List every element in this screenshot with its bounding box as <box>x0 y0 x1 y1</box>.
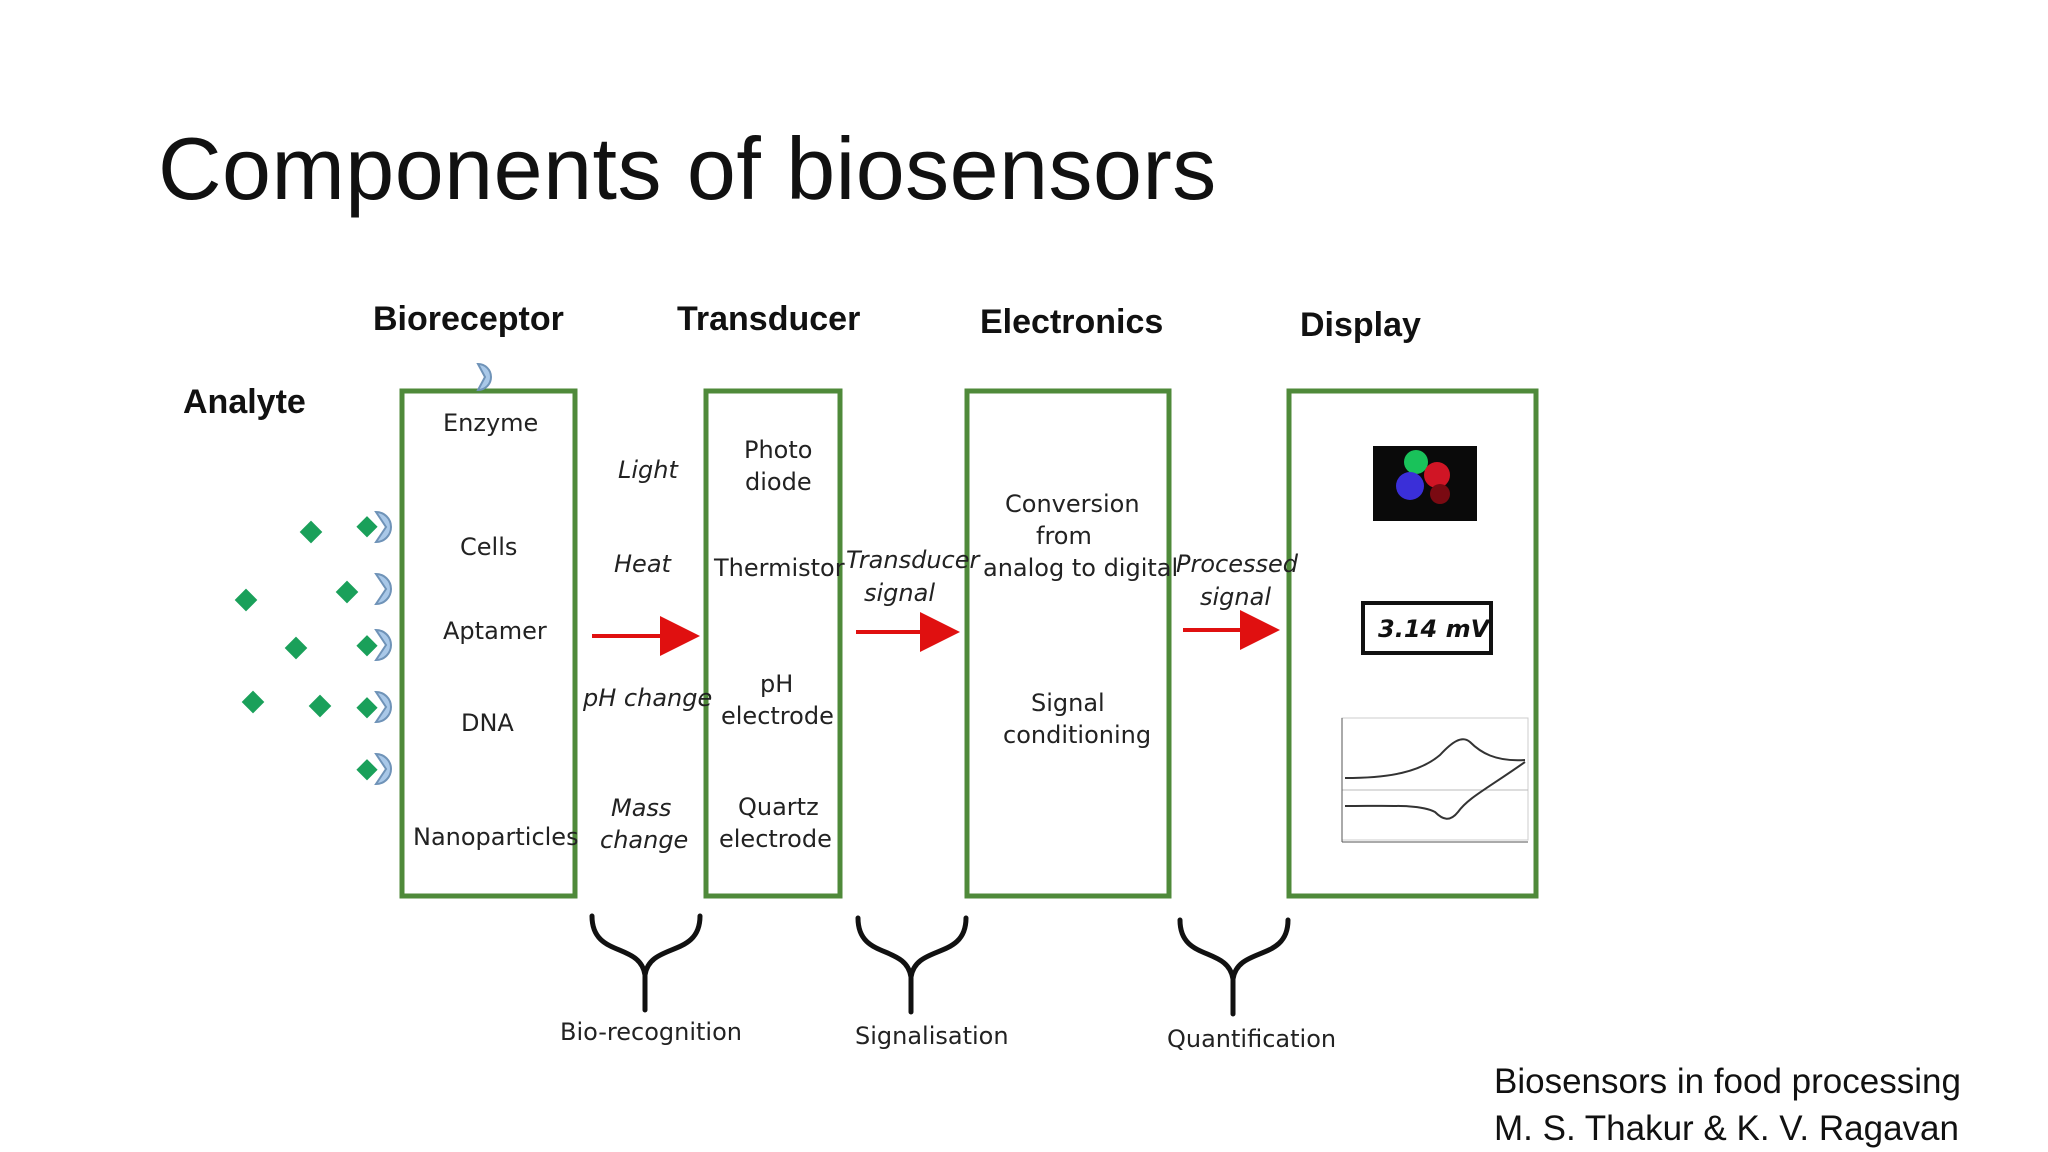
brace-biorecognition <box>589 913 703 1013</box>
transducer-box <box>703 388 843 899</box>
transducer-signal-label-2: signal <box>864 579 935 607</box>
signal-ph-change: pH change <box>582 684 712 712</box>
brace-signalisation <box>855 915 969 1015</box>
electronics-box <box>964 388 1172 899</box>
analyte-diamond-icon <box>284 636 308 660</box>
transducer-ph: pH <box>760 670 793 698</box>
signal-mass: Mass <box>611 794 671 822</box>
signal-heat: Heat <box>614 550 673 578</box>
stage-quantification: Quantification <box>1167 1025 1336 1053</box>
bioreceptor-aptamer: Aptamer <box>443 617 547 645</box>
bioreceptor-nanoparticles: Nanoparticles <box>413 823 579 851</box>
transducer-thermistor: Thermistor <box>713 554 845 582</box>
header-bioreceptor: Bioreceptor <box>373 300 564 338</box>
electronics-conversion: Conversion <box>1005 490 1140 518</box>
transducer-diode: diode <box>745 468 812 496</box>
slide-title: Components of biosensors <box>158 119 1217 218</box>
analyte-diamond-icon <box>335 580 359 604</box>
bioreceptor-box <box>399 388 578 899</box>
stage-signalisation: Signalisation <box>855 1022 1009 1050</box>
analyte-diamond-icon <box>234 588 258 612</box>
header-electronics: Electronics <box>980 303 1163 341</box>
analyte-diamond-icon <box>308 694 332 718</box>
electronics-conditioning: conditioning <box>1003 721 1151 749</box>
receptor-icon <box>476 362 492 392</box>
transducer-ph-electrode: electrode <box>721 702 834 730</box>
header-display: Display <box>1300 306 1421 344</box>
display-reading-box <box>1361 601 1493 655</box>
stage-biorecognition: Bio-recognition <box>560 1018 742 1046</box>
transducer-quartz-electrode: electrode <box>719 825 832 853</box>
analyte-diamond-icon <box>299 520 323 544</box>
rgb-led-image <box>1373 446 1477 521</box>
receptor-icon <box>374 572 392 606</box>
analyte-molecules <box>234 520 359 718</box>
analyte-diamond-icon <box>241 690 265 714</box>
electronics-signal: Signal <box>1031 689 1105 717</box>
electronics-analog-digital: analog to digital <box>983 554 1178 582</box>
citation: Biosensors in food processing M. S. Thak… <box>1494 1058 1961 1152</box>
bioreceptor-dna: DNA <box>461 709 514 737</box>
receptor-icon <box>356 752 392 786</box>
receptor-icon <box>356 510 392 544</box>
transducer-quartz: Quartz <box>738 793 819 821</box>
transducer-photo: Photo <box>744 436 812 464</box>
voltammogram-plot <box>1341 717 1529 843</box>
citation-line-2: M. S. Thakur & K. V. Ragavan <box>1494 1109 1959 1148</box>
header-transducer: Transducer <box>677 300 860 338</box>
citation-line-1: Biosensors in food processing <box>1494 1062 1961 1101</box>
header-analyte: Analyte <box>183 383 306 421</box>
bioreceptor-enzyme: Enzyme <box>443 409 538 437</box>
electronics-from: from <box>1036 522 1092 550</box>
processed-signal-label: Processed <box>1176 550 1299 578</box>
signal-mass-change: change <box>600 826 688 854</box>
receptor-icon <box>356 690 392 724</box>
bound-receptors <box>356 510 392 786</box>
transducer-signal-label: Transducer <box>846 546 981 574</box>
processed-signal-label-2: signal <box>1200 583 1271 611</box>
signal-light: Light <box>618 456 679 484</box>
receptor-icon <box>356 628 392 662</box>
brace-quantification <box>1177 917 1291 1017</box>
bioreceptor-cells: Cells <box>460 533 517 561</box>
display-reading: 3.14 mV <box>1378 615 1492 643</box>
